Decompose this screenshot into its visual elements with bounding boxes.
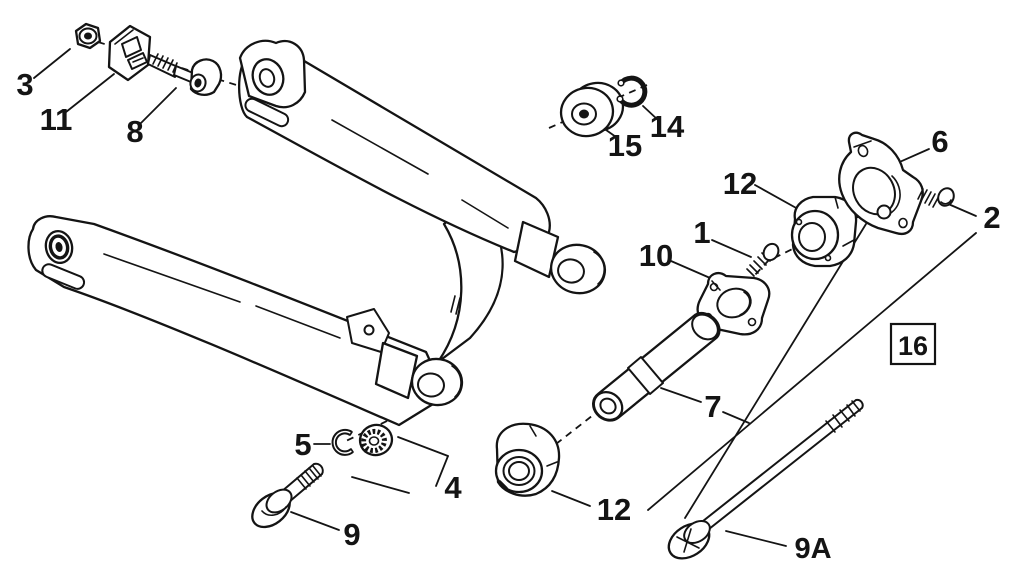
bracket-4 [351, 436, 449, 494]
leader-14 [642, 105, 659, 121]
group-line-6-9a [684, 223, 867, 519]
part-label-5: 5 [294, 427, 311, 462]
lower-arm-accent [255, 305, 341, 339]
part-label-11: 11 [40, 102, 73, 137]
swingarm-drawing [27, 39, 607, 427]
weld-pin-mark [450, 295, 461, 315]
part-9-bolt [251, 462, 324, 529]
part-8-adjuster-bolt [147, 53, 223, 96]
callout-labels: 3 11 8 15 14 12 6 2 1 10 7 5 4 12 9 9A [16, 67, 1000, 565]
part-label-12-bottom: 12 [597, 492, 631, 527]
upper-pivot-eye-hole [557, 258, 585, 284]
part-label-9: 9 [343, 517, 360, 552]
upper-boss-eye-hole [258, 68, 276, 88]
part-12-top-bushing [790, 195, 858, 268]
tab-bracket-hole [363, 324, 375, 336]
part-label-8: 8 [126, 114, 143, 149]
leader-9a [725, 530, 787, 547]
part-6-flange [838, 131, 924, 235]
part-5-snap-ring [331, 428, 354, 456]
leader-1 [711, 239, 752, 258]
part-label-2: 2 [983, 200, 1000, 235]
part-label-9a: 9A [794, 533, 831, 565]
part-1-screw [746, 242, 780, 277]
leader-2 [945, 202, 977, 217]
leader-8 [140, 87, 177, 124]
leader-12-bottom [551, 490, 591, 507]
part-label-14: 14 [650, 109, 685, 144]
part-11-cam-plate [107, 24, 152, 82]
leader-9 [290, 511, 340, 531]
lower-pivot-eye-hole [417, 372, 445, 398]
upper-eye-collar [513, 220, 560, 279]
upper-eye-accent [593, 251, 606, 285]
kit-16-box: 16 [889, 322, 937, 366]
part-label-1: 1 [693, 215, 710, 250]
part-label-10: 10 [639, 238, 673, 273]
lower-arm-accent [103, 253, 241, 303]
part-2-screw [917, 187, 955, 208]
bearing [358, 423, 394, 457]
leader-7 [660, 387, 702, 403]
part-14-e-clip [616, 75, 648, 108]
leader-11 [65, 73, 115, 113]
part-3-nut [74, 22, 102, 50]
swingarm-lower-arm [27, 215, 448, 427]
part-15-washer [559, 81, 625, 138]
upper-arm-slot [244, 97, 290, 128]
group-line-2-7-12 [647, 232, 977, 511]
part-7-spacer-tube [591, 312, 721, 422]
lower-eye-accent [451, 365, 462, 398]
part-label-15: 15 [608, 128, 642, 163]
part-label-7: 7 [704, 389, 721, 424]
part-label-16: 16 [898, 331, 928, 361]
upper-arm-accent [461, 199, 509, 229]
lower-boss-bushing [48, 234, 70, 260]
lower-boss-bushing-bore [55, 242, 63, 252]
part-label-3: 3 [16, 67, 33, 102]
part-label-6: 6 [931, 124, 948, 159]
leader-3 [33, 48, 71, 79]
part-label-4: 4 [444, 470, 462, 505]
part-9a-pivot-bolt [667, 398, 864, 560]
lower-arm-slot [41, 263, 86, 290]
leader-12-top [754, 184, 799, 210]
part-label-12-top: 12 [723, 166, 757, 201]
part-12-bottom-bushing [494, 422, 561, 497]
upper-arm-accent [331, 119, 429, 175]
lower-eye-collar [374, 341, 419, 400]
